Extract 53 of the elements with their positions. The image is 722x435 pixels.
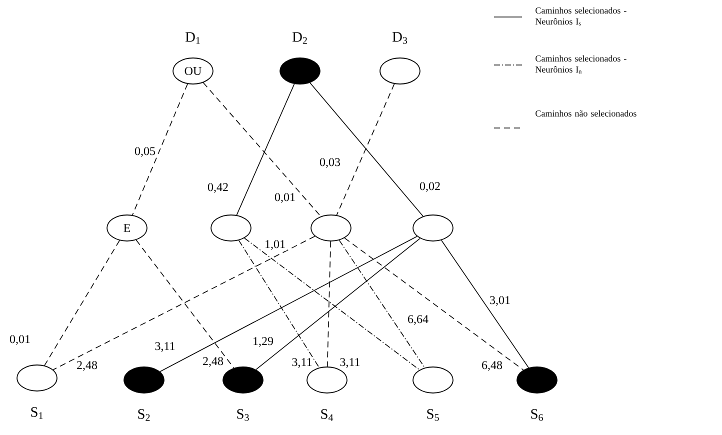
- neuron-label: S$_{5}$: [427, 409, 439, 421]
- neuron-label: S$_{6}$: [531, 409, 543, 421]
- neuron-label: S$_{4}$: [321, 409, 334, 421]
- legend-text: Caminhos selecionados - Neurônios I$_{s}$: [535, 7, 626, 26]
- weight-label: 0,01: [274, 192, 296, 204]
- filled-neuron: [124, 366, 164, 394]
- connection-line: [44, 240, 120, 366]
- legend-text: Caminhos selecionados - Neurônios I$_{n}$: [535, 55, 626, 74]
- weight-label: 0,03: [318, 157, 342, 169]
- neuron-ellipse: [210, 214, 252, 242]
- weight-label: 3,11: [154, 341, 176, 353]
- filled-neuron: [222, 366, 264, 394]
- neuron-label: D$_{3}$: [392, 32, 408, 44]
- neuron-label: S$_{3}$: [237, 409, 249, 421]
- neuron-ellipse: [306, 366, 348, 394]
- weight-label: 0,02: [418, 181, 442, 193]
- connection-line: [338, 240, 426, 368]
- connection-line: [202, 82, 322, 217]
- connection-line: [310, 82, 424, 217]
- connection-line: [441, 240, 530, 368]
- weight-label: 3,01: [488, 295, 512, 307]
- neuron-label: S$_{1}$: [31, 407, 43, 419]
- filled-neuron: [280, 58, 320, 84]
- neuron-ellipse: [412, 366, 454, 394]
- connection-line: [238, 240, 320, 368]
- neuron-ellipse: [310, 214, 352, 242]
- connection-line: [52, 236, 316, 370]
- legend-text: Caminhos não selecionados: [536, 110, 636, 117]
- neuron-ellipse: [16, 364, 58, 392]
- weight-label: 0,42: [206, 182, 230, 194]
- weight-label: 2,48: [76, 360, 98, 372]
- neuron-label: D$_{2}$: [292, 32, 307, 44]
- weight-label: 3,11: [338, 357, 362, 369]
- neuron-label: S$_{2}$: [138, 409, 150, 421]
- connection-line: [132, 84, 188, 216]
- weight-label: 1,01: [264, 239, 286, 251]
- weight-label: 6,64: [406, 314, 430, 326]
- weight-label: 2,48: [202, 356, 224, 368]
- weight-label: 6,48: [480, 360, 504, 372]
- neuron-ellipse: [412, 214, 454, 242]
- weight-label: 0,01: [8, 334, 32, 346]
- connection-line: [336, 84, 395, 216]
- connection-line: [136, 240, 234, 368]
- connection-line: [160, 236, 418, 372]
- connection-line: [326, 241, 332, 367]
- connection-line: [236, 84, 295, 216]
- weight-label: 1,29: [252, 336, 274, 348]
- neuron-label: D$_{1}$: [185, 32, 200, 44]
- filled-neuron: [516, 366, 558, 394]
- weight-label: 0,05: [134, 146, 156, 158]
- neuron-ellipse: [380, 58, 420, 84]
- connection-line: [344, 238, 524, 370]
- weight-label: 3,11: [290, 357, 314, 369]
